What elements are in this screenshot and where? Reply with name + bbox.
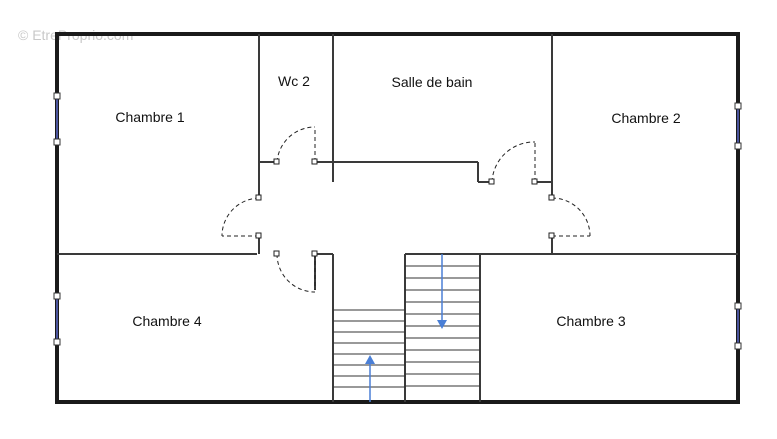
door-chambre2 (548, 194, 591, 239)
window-chambre3 (734, 302, 742, 350)
room-label-chambre-4: Chambre 4 (132, 313, 201, 329)
room-label-chambre-2: Chambre 2 (611, 110, 680, 126)
window-chambre4 (53, 292, 61, 346)
room-label-chambre-3: Chambre 3 (556, 313, 625, 329)
door-chambre4 (273, 250, 318, 293)
outer-wall (55, 32, 740, 404)
window-chambre2 (734, 102, 742, 150)
window-chambre1 (53, 92, 61, 146)
stair-down-arrow-icon (437, 320, 447, 329)
stair-left (333, 309, 405, 402)
room-label-salle-de-bain: Salle de bain (392, 74, 473, 90)
door-wc2 (273, 126, 318, 165)
door-salle-de-bain (488, 141, 538, 185)
room-label-wc-2: Wc 2 (278, 73, 310, 89)
door-chambre1 (221, 194, 262, 239)
stair-up-arrow-icon (365, 355, 375, 364)
stair-right (405, 254, 480, 387)
room-label-chambre-1: Chambre 1 (115, 109, 184, 125)
